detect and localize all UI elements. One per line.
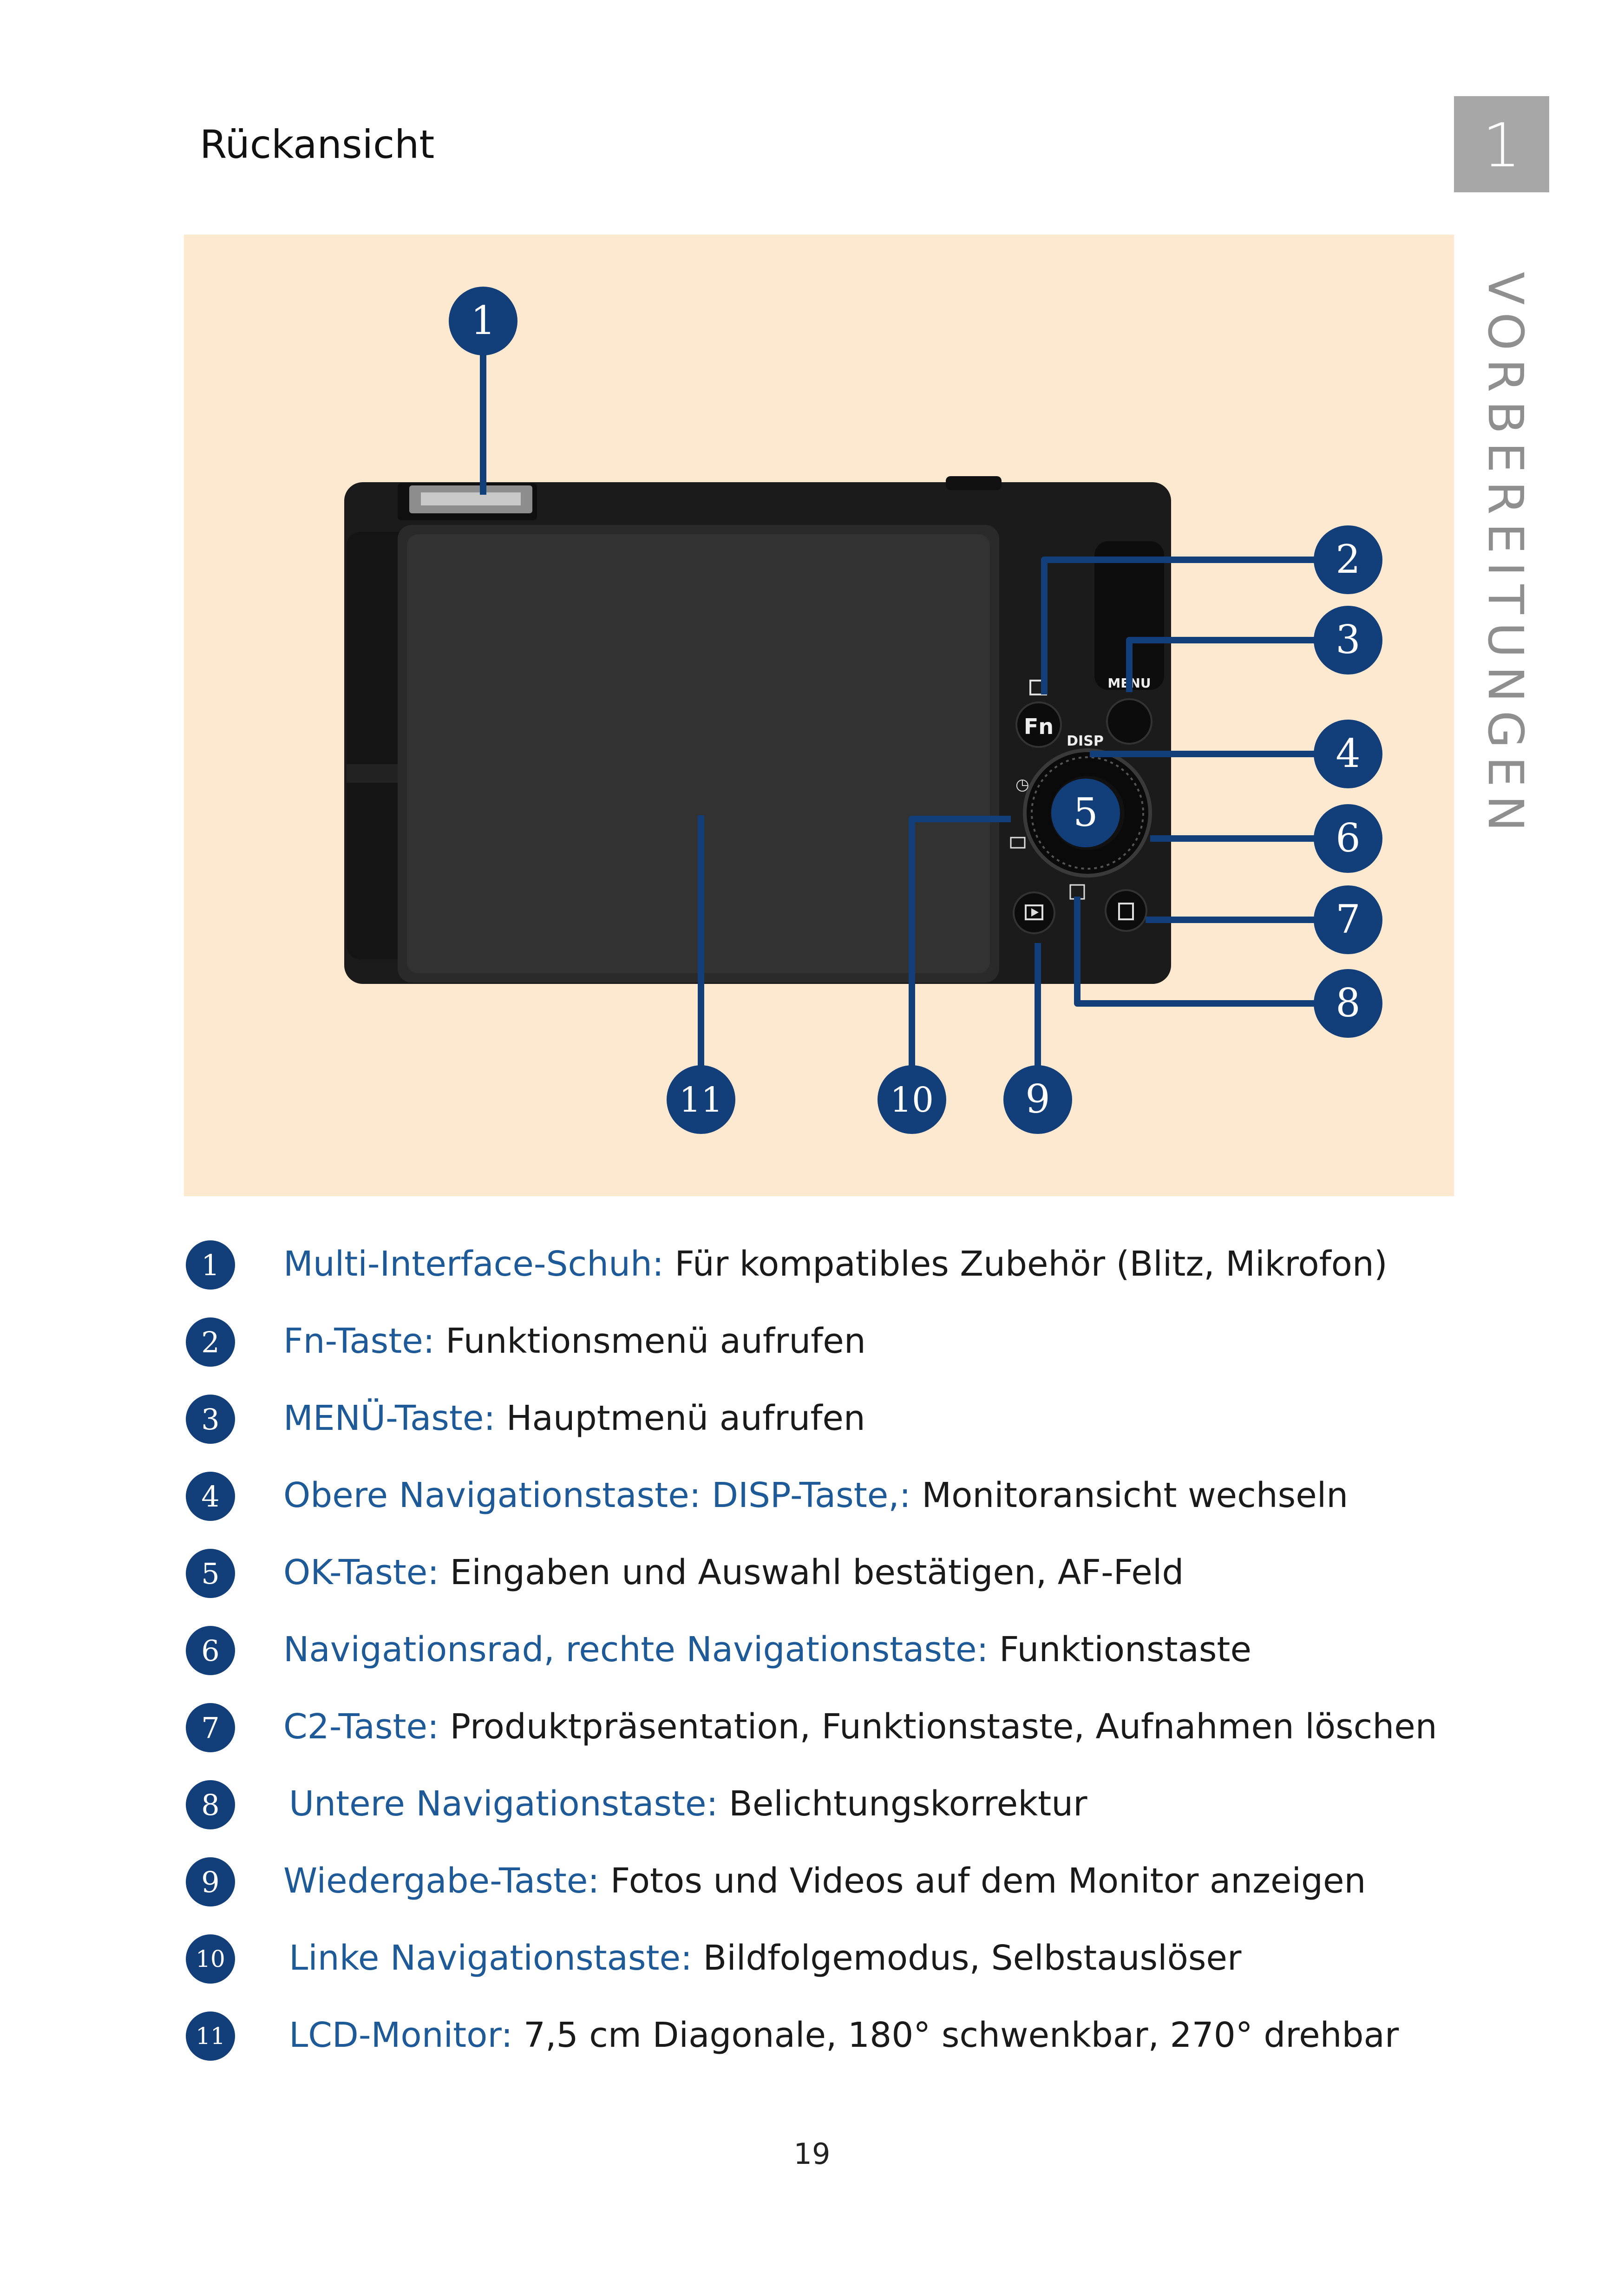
legend-desc: Monitoransicht wechseln — [910, 1475, 1349, 1515]
svg-text:8: 8 — [1336, 980, 1360, 1026]
legend-number: 8 — [186, 1780, 235, 1829]
callout-3: 3 — [1314, 606, 1382, 675]
legend-desc: Fotos und Videos auf dem Monitor anzeige… — [599, 1861, 1366, 1901]
legend-term: Wiedergabe-Taste: — [283, 1861, 600, 1901]
callout-8: 8 — [1314, 969, 1382, 1038]
legend-term: C2-Taste: — [283, 1707, 439, 1747]
legend-number: 5 — [186, 1549, 235, 1598]
svg-text:3: 3 — [1336, 617, 1360, 662]
legend-item: 9 Wiedergabe-Taste: Fotos und Videos auf… — [186, 1848, 1440, 1925]
legend-item: 4 Obere Navigationstaste: DISP-Taste,: M… — [186, 1462, 1440, 1540]
svg-text:10: 10 — [890, 1080, 934, 1120]
callout-11: 11 — [667, 1065, 735, 1134]
fn-button: Fn — [1015, 680, 1062, 748]
legend-desc: Funktionsmenü aufrufen — [434, 1321, 866, 1361]
legend-number: 2 — [186, 1317, 235, 1367]
chapter-number: 1 — [1454, 96, 1549, 192]
svg-text:7: 7 — [1336, 897, 1360, 942]
callout-2: 2 — [1314, 525, 1382, 594]
svg-text:2: 2 — [1336, 537, 1360, 582]
legend-number: 4 — [186, 1472, 235, 1521]
leader-10 — [909, 816, 1011, 1082]
legend-number: 6 — [186, 1626, 235, 1675]
legend-term: Linke Navigationstaste: — [289, 1938, 693, 1978]
svg-text:5: 5 — [1073, 790, 1098, 835]
legend-desc: Eingaben und Auswahl bestätigen, AF-Feld — [439, 1553, 1184, 1592]
legend-number: 7 — [186, 1703, 235, 1752]
legend-item: 11 LCD-Monitor: 7,5 cm Diagonale, 180° s… — [186, 2002, 1440, 2079]
menu-button: MENU — [1106, 675, 1153, 745]
camera-body — [344, 476, 1171, 984]
svg-text:4: 4 — [1336, 731, 1360, 776]
legend-term: Multi-Interface-Schuh: — [283, 1244, 664, 1284]
legend-number: 9 — [186, 1857, 235, 1906]
legend-term: Fn-Taste: — [283, 1321, 435, 1361]
legend-list: 1 Multi-Interface-Schuh: Für kompatibles… — [186, 1231, 1440, 2079]
legend-desc: Für kompatibles Zubehör (Blitz, Mikrofon… — [663, 1244, 1388, 1284]
camera-illustration: Fn MENU DISP ◷ — [344, 287, 1382, 1134]
chapter-tab: VORBEREITUNGEN — [1477, 272, 1534, 840]
legend-desc: Produktpräsentation, Funktionstaste, Auf… — [439, 1707, 1437, 1747]
leader-2 — [1041, 557, 1331, 694]
legend-term: MENÜ-Taste: — [283, 1398, 496, 1438]
legend-term: Untere Navigationstaste: — [289, 1784, 718, 1824]
callout-4: 4 — [1314, 720, 1382, 788]
callout-1: 1 — [449, 287, 517, 355]
camera-figure: Fn MENU DISP ◷ — [184, 235, 1454, 1196]
legend-desc: Funktionstaste — [988, 1630, 1251, 1670]
legend-number: 1 — [186, 1240, 235, 1290]
legend-desc: Belichtungskorrektur — [718, 1784, 1087, 1824]
callout-10: 10 — [877, 1065, 946, 1134]
legend-item: 3 MENÜ-Taste: Hauptmenü aufrufen — [186, 1385, 1440, 1462]
playback-button — [1013, 891, 1055, 934]
disp-label: DISP — [1067, 733, 1104, 749]
leader-3 — [1126, 637, 1331, 692]
callout-9: 9 — [1003, 1065, 1072, 1134]
legend-term: OK-Taste: — [283, 1553, 439, 1592]
legend-item: 2 Fn-Taste: Funktionsmenü aufrufen — [186, 1308, 1440, 1385]
section-title: Rückansicht — [200, 122, 435, 167]
legend-desc: Hauptmenü aufrufen — [495, 1398, 865, 1438]
callout-5: 5 — [1051, 779, 1120, 847]
legend-item: 7 C2-Taste: Produktpräsentation, Funktio… — [186, 1694, 1440, 1771]
callout-6: 6 — [1314, 804, 1382, 873]
legend-term: Navigationsrad, rechte Navigationstaste: — [283, 1630, 989, 1670]
svg-text:11: 11 — [679, 1080, 723, 1120]
legend-desc: 7,5 cm Diagonale, 180° schwenkbar, 270° … — [512, 2015, 1399, 2055]
svg-text:◷: ◷ — [1015, 775, 1029, 794]
callout-lines — [480, 325, 1331, 1082]
svg-text:6: 6 — [1336, 815, 1360, 861]
legend-term: LCD-Monitor: — [289, 2015, 513, 2055]
leader-8 — [1074, 897, 1331, 1007]
legend-item: 6 Navigationsrad, rechte Navigationstast… — [186, 1617, 1440, 1694]
page-number: 19 — [793, 2137, 831, 2171]
legend-number: 3 — [186, 1395, 235, 1444]
legend-number: 11 — [186, 2011, 235, 2061]
svg-text:1: 1 — [471, 298, 495, 343]
c2-delete-button — [1105, 889, 1147, 932]
svg-text:9: 9 — [1025, 1076, 1050, 1122]
legend-desc: Bildfolgemodus, Selbstauslöser — [692, 1938, 1242, 1978]
callout-markers: 1 2 3 4 5 6 7 8 9 10 11 — [449, 287, 1382, 1134]
legend-item: 1 Multi-Interface-Schuh: Für kompatibles… — [186, 1231, 1440, 1308]
legend-term: Obere Navigationstaste: DISP-Taste,: — [283, 1475, 911, 1515]
legend-item: 8 Untere Navigationstaste: Belichtungsko… — [186, 1771, 1440, 1848]
fn-label: Fn — [1024, 714, 1054, 739]
legend-item: 10 Linke Navigationstaste: Bildfolgemodu… — [186, 1925, 1440, 2002]
callout-7: 7 — [1314, 885, 1382, 954]
legend-item: 5 OK-Taste: Eingaben und Auswahl bestäti… — [186, 1540, 1440, 1617]
legend-number: 10 — [186, 1934, 235, 1984]
